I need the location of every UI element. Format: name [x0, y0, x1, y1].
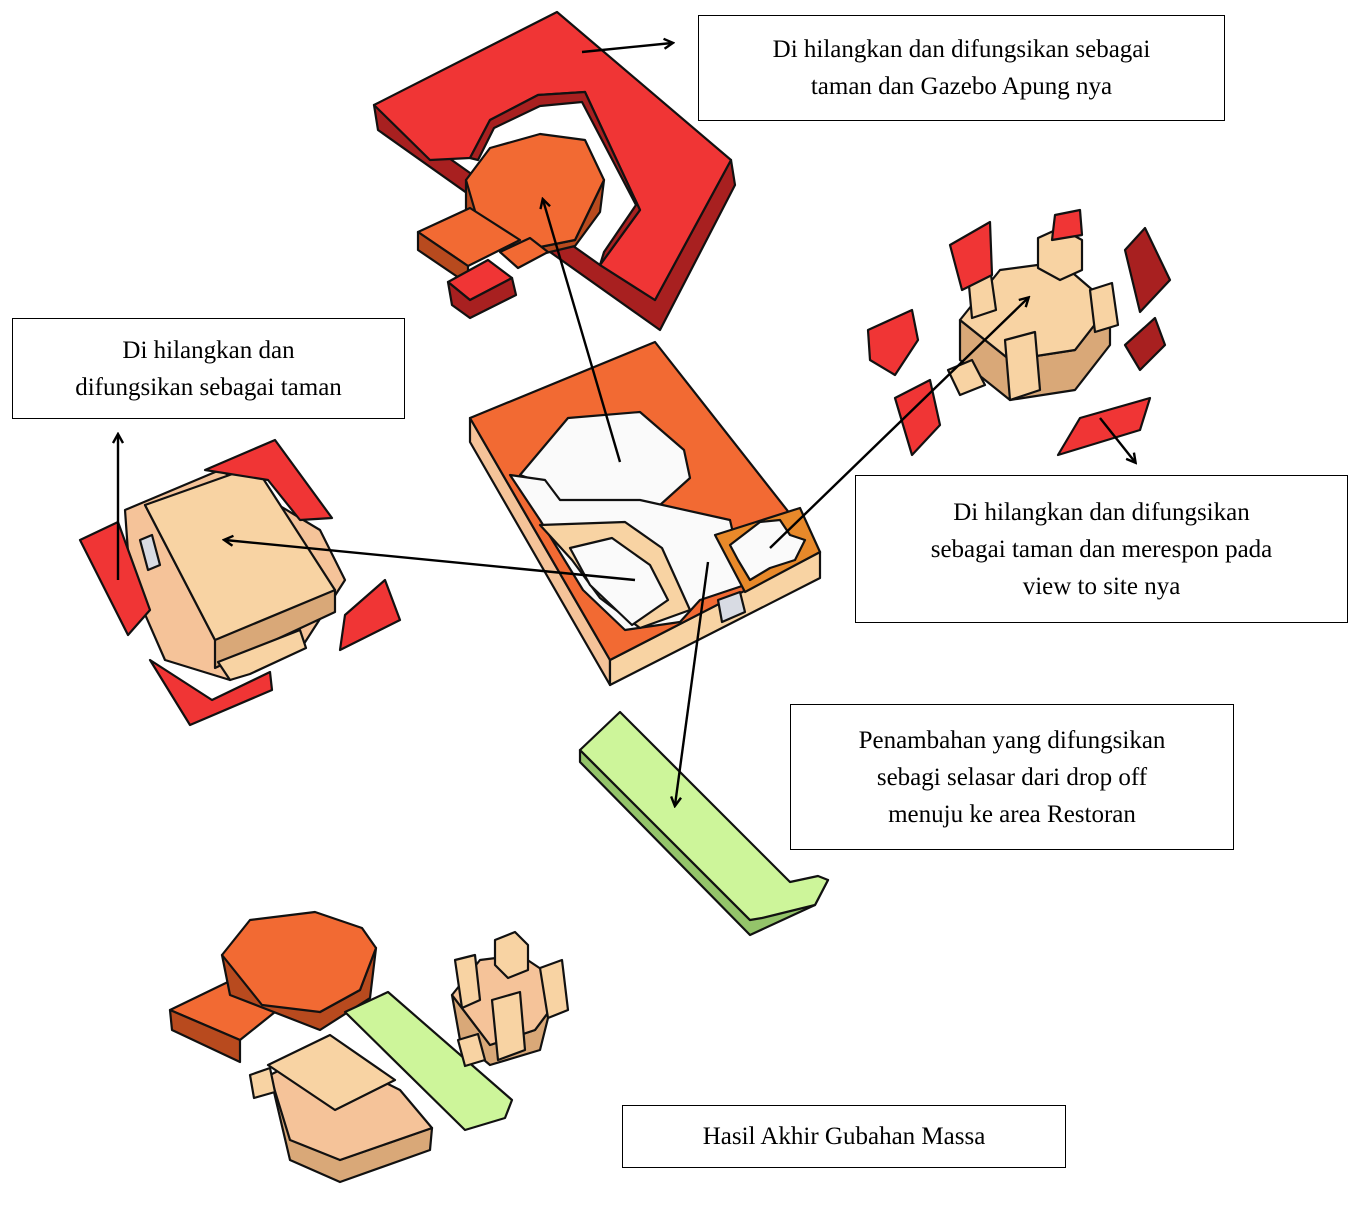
final-octagon-top: [220, 910, 378, 1014]
callout-result-text: Hasil Akhir Gubahan Massa: [702, 1123, 986, 1150]
final-walkway: [343, 990, 514, 1132]
callout-gazebo: Di hilangkan dan difungsikan sebagai tam…: [698, 15, 1225, 121]
arrows: [118, 43, 1135, 805]
main-site-block: [468, 340, 822, 687]
walkway: [578, 710, 830, 937]
arrow-to-gazebo-callout: [581, 43, 672, 54]
callout-view: Di hilangkan dan difungsikan sebagai tam…: [855, 475, 1348, 623]
cross-void: [728, 518, 807, 582]
final-cross-arm-4: [490, 990, 527, 1062]
block-orange-small: [498, 236, 550, 270]
walkway-top: [578, 710, 830, 922]
arrow-to-octagon: [543, 200, 622, 463]
red-frag-4: [1123, 316, 1167, 372]
final-cross-arm-1: [493, 930, 530, 980]
callout-gazebo-text: Di hilangkan dan difungsikan sebagai tam…: [772, 36, 1151, 100]
final-composition: [168, 910, 570, 1184]
callout-result: Hasil Akhir Gubahan Massa: [622, 1105, 1066, 1168]
final-cross-arm-5: [456, 1032, 487, 1068]
final-cross-arm-2: [453, 953, 482, 1010]
red-frag-1: [948, 220, 994, 292]
arrow-to-view-mass: [769, 298, 1028, 549]
final-tan-block: [266, 1033, 397, 1112]
final-tan-small: [248, 1066, 277, 1100]
tan-notch: [216, 628, 308, 682]
red-frag-6: [893, 378, 942, 457]
red-frag-7: [1056, 396, 1152, 457]
tan-arm-4: [1003, 330, 1042, 402]
arrow-to-walkway: [675, 561, 710, 805]
callout-selasar: Penambahan yang difungsikan sebagi selas…: [790, 704, 1234, 850]
u-frame-inner: [468, 90, 642, 267]
arrow-to-view-callout: [1099, 417, 1135, 462]
red-corner-tr: [203, 438, 334, 522]
left-cluster: [78, 438, 402, 727]
view-cluster: [866, 208, 1172, 457]
arrow-to-left-mass: [225, 540, 636, 582]
callout-selasar-text: Penambahan yang difungsikan sebagi selas…: [858, 726, 1166, 828]
final-cross-arm-3: [538, 958, 570, 1020]
final-wing-side: [168, 1008, 242, 1064]
grey-notch: [138, 533, 162, 572]
callout-view-text: Di hilangkan dan difungsikan sebagai tam…: [930, 498, 1273, 600]
red-frag-5: [866, 308, 920, 377]
red-corner-br: [338, 578, 402, 652]
red-frag-3: [1123, 226, 1172, 314]
gazebo-cluster: [372, 10, 737, 332]
tan-slab-top: [143, 464, 337, 642]
red-corner-tl: [78, 520, 152, 637]
void-inner: [568, 536, 670, 627]
red-corner-bl: [148, 658, 274, 727]
red-frag-2: [1050, 208, 1084, 242]
tan-arm-5: [946, 358, 987, 397]
block-red-side: [446, 276, 518, 320]
grey-strip: [716, 590, 747, 624]
callout-left-text: Di hilangkan dan difungsikan sebagai tam…: [75, 336, 342, 401]
callout-left: Di hilangkan dan difungsikan sebagai tam…: [12, 318, 405, 419]
tan-arm-3: [1088, 281, 1120, 334]
